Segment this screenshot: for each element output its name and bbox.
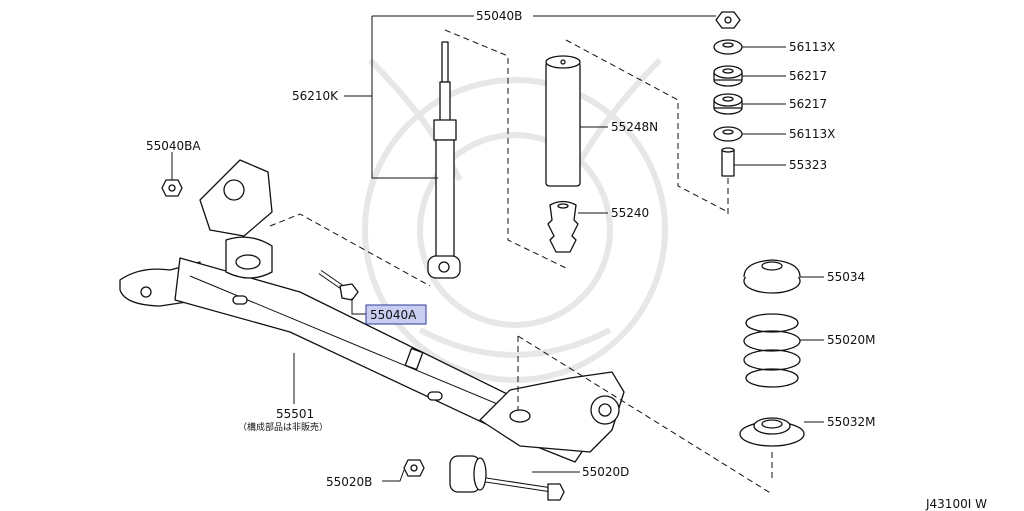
- label-55034[interactable]: 55034: [827, 270, 865, 284]
- bump-stop-55240[interactable]: [547, 200, 579, 253]
- nut-55040B[interactable]: [715, 11, 741, 29]
- label-55501-note: （構成部品は非販売）: [238, 421, 328, 433]
- label-55040A[interactable]: 55040A: [370, 308, 417, 322]
- coil-spring-55020M[interactable]: [743, 313, 801, 388]
- watermark-logo: [362, 57, 668, 383]
- bolt-55040A[interactable]: [318, 269, 359, 301]
- label-55020M[interactable]: 55020M: [827, 333, 876, 347]
- label-55020B[interactable]: 55020B: [326, 475, 372, 489]
- label-55240[interactable]: 55240: [611, 206, 649, 220]
- label-55040BA[interactable]: 55040BA: [146, 139, 201, 153]
- label-55032M[interactable]: 55032M: [827, 415, 876, 429]
- axle-beam-55501[interactable]: [119, 159, 625, 463]
- label-55501[interactable]: 55501: [276, 407, 314, 421]
- label-55040A-highlight[interactable]: 55040A: [365, 304, 427, 325]
- part-labels: 55040B 56210K 56113X 56217 56217 56113X …: [146, 9, 987, 511]
- label-56210K[interactable]: 56210K: [292, 89, 339, 103]
- leader-lines: [171, 15, 824, 482]
- label-55248N[interactable]: 55248N: [611, 120, 658, 134]
- label-56113X-top[interactable]: 56113X: [789, 40, 835, 54]
- label-55040B[interactable]: 55040B: [476, 9, 522, 23]
- nut-55020B[interactable]: [403, 459, 425, 477]
- bushing-55020D-area[interactable]: [449, 455, 565, 501]
- label-56113X-bottom[interactable]: 56113X: [789, 127, 835, 141]
- shock-absorber-56210K[interactable]: [427, 41, 461, 279]
- label-56217-a[interactable]: 56217: [789, 69, 827, 83]
- nut-55040BA[interactable]: [161, 179, 183, 197]
- diagram-id: J43100I W: [925, 497, 987, 511]
- washer-56113X-bottom[interactable]: [713, 126, 743, 142]
- bushing-56217-b[interactable]: [713, 93, 743, 115]
- alignment-lines: [269, 29, 773, 495]
- label-55020D[interactable]: 55020D: [582, 465, 629, 479]
- dust-cover-55248N[interactable]: [545, 55, 581, 187]
- label-55323[interactable]: 55323: [789, 158, 827, 172]
- upper-spring-seat-55034[interactable]: [743, 259, 801, 294]
- lower-spring-seat-55032M[interactable]: [739, 417, 805, 447]
- bushing-56217-a[interactable]: [713, 65, 743, 87]
- washer-56113X-top[interactable]: [713, 39, 743, 55]
- collar-55323[interactable]: [721, 147, 735, 177]
- label-56217-b[interactable]: 56217: [789, 97, 827, 111]
